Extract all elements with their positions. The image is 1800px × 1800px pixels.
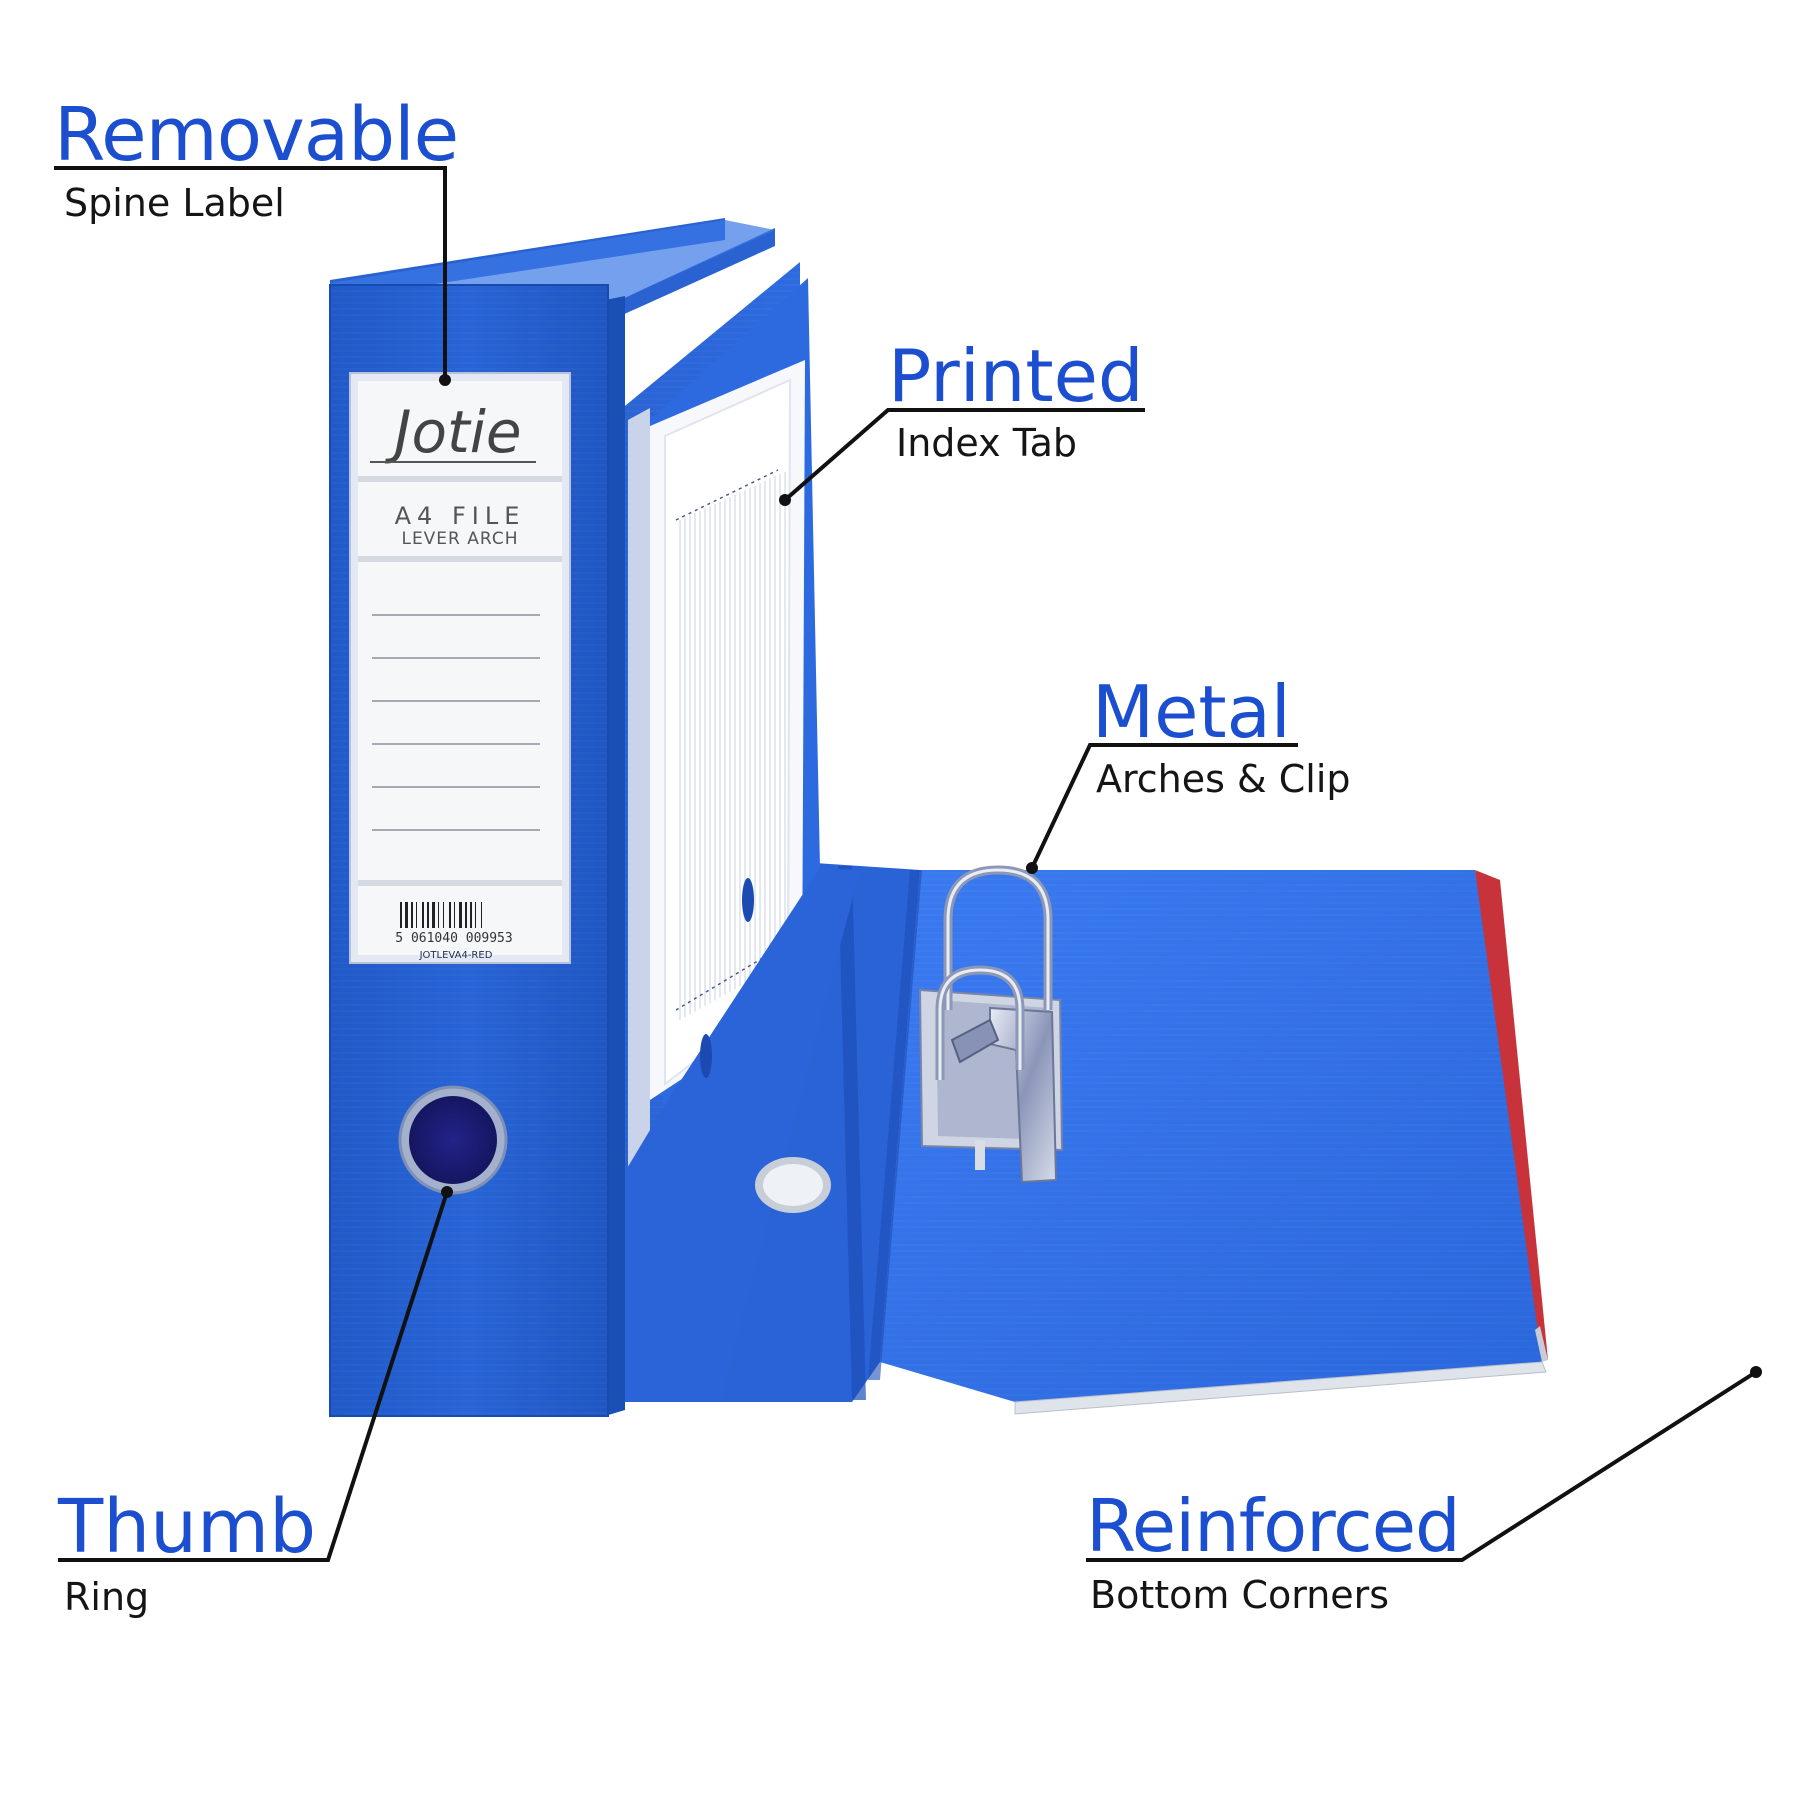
callout-printed: Printed Index Tab xyxy=(888,340,1144,462)
leader-lines xyxy=(54,166,1762,1562)
leader-metal xyxy=(1030,743,1298,869)
barcode-bar xyxy=(405,902,408,928)
barcode-bar xyxy=(400,902,402,928)
barcode-bar xyxy=(459,902,462,928)
callout-removable-subtitle: Spine Label xyxy=(64,181,285,225)
leader-reinforced xyxy=(1086,1370,1758,1562)
barcode-bar xyxy=(411,902,413,928)
spine-line1: A4 FILE xyxy=(395,502,526,530)
barcode-bar xyxy=(470,902,472,928)
leader-printed xyxy=(783,408,1145,502)
closed-binder: Jotie A4 FILE LEVER ARCH 5 061040 009953… xyxy=(329,218,775,1417)
open-binder xyxy=(620,262,1548,1415)
barcode-bar xyxy=(416,902,417,928)
floor-ring-hole xyxy=(755,1157,831,1213)
barcode-bar xyxy=(449,902,451,928)
leader-thumb xyxy=(58,1191,449,1562)
spine-line2: LEVER ARCH xyxy=(401,529,518,549)
callout-reinforced-subtitle: Bottom Corners xyxy=(1090,1573,1390,1617)
callout-printed-title: Printed xyxy=(888,334,1144,418)
callout-metal: Metal Arches & Clip xyxy=(1092,676,1351,798)
leader-removable xyxy=(54,166,447,380)
spine-label: Jotie A4 FILE LEVER ARCH 5 061040 009953 xyxy=(349,372,571,964)
lever-arch-mechanism xyxy=(918,865,1064,1184)
callout-metal-title: Metal xyxy=(1092,670,1291,754)
barcode-bar xyxy=(475,902,476,928)
barcode-bar xyxy=(454,902,455,928)
callout-metal-subtitle: Arches & Clip xyxy=(1096,757,1351,801)
barcode-bar xyxy=(427,902,429,928)
callout-reinforced-title: Reinforced xyxy=(1086,1484,1461,1568)
thumb-ring xyxy=(398,1085,508,1195)
reinforced-edge xyxy=(1014,1326,1548,1415)
barcode-bar xyxy=(465,902,467,928)
barcode-bar xyxy=(438,902,439,928)
spine-sku: JOTLEVA4-RED xyxy=(419,950,493,961)
barcode-bar xyxy=(432,902,435,928)
barcode-bar xyxy=(443,902,444,928)
callout-removable-title: Removable xyxy=(54,92,459,178)
callout-thumb-subtitle: Ring xyxy=(64,1575,150,1619)
barcode xyxy=(400,902,482,928)
callout-printed-subtitle: Index Tab xyxy=(896,421,1078,465)
callout-removable: Removable Spine Label xyxy=(54,92,459,225)
callout-thumb: Thumb Ring xyxy=(58,1490,316,1616)
index-tab xyxy=(650,360,805,1100)
spine-brand: Jotie xyxy=(384,398,521,466)
callout-reinforced: Reinforced Bottom Corners xyxy=(1086,1484,1461,1617)
callout-thumb-title: Thumb xyxy=(58,1484,317,1570)
barcode-number: 5 061040 009953 xyxy=(395,931,512,946)
barcode-bar xyxy=(481,902,482,928)
barcode-bar xyxy=(422,902,424,928)
